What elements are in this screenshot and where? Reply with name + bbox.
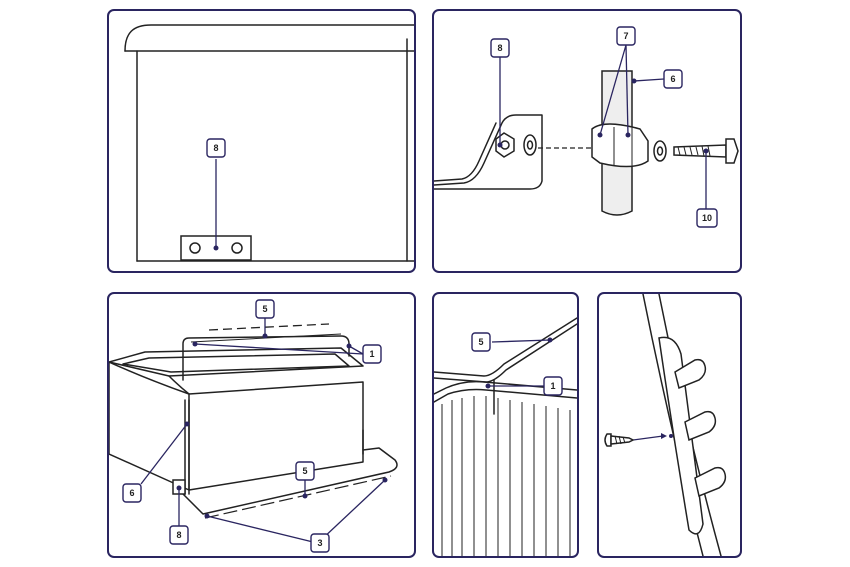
panel-bracket-placement: 8 [107,9,416,273]
leader-6 [140,423,188,485]
screw-hole [669,434,673,438]
svg-text:8: 8 [213,143,218,153]
leader-1b [348,345,364,355]
leader-1 [194,343,364,355]
callout-5-top: 5 [255,299,275,319]
bracket-plate-inner [434,122,497,182]
callout-6: 6 [122,483,142,503]
svg-text:3: 3 [317,538,322,548]
leader-7a [599,44,627,136]
leader-7a-dot [597,132,603,138]
screw-icon [604,433,635,447]
leader-6-dot [631,78,637,84]
leader-8-dot [176,485,182,491]
box-ribs [441,396,571,556]
leader-8-dot [497,142,503,148]
leader-7b-dot [625,132,631,138]
leader-5 [491,339,551,343]
leader-3b [320,479,386,541]
svg-text:5: 5 [302,466,307,476]
screw-axis [632,435,664,441]
panel-hook-mount [597,292,742,558]
leader-1-dot-a [192,341,198,347]
callout-1: 1 [543,376,563,396]
clamp-detail [613,127,633,167]
panel-bolt-assembly: 8 7 6 10 [432,9,742,273]
bracket-placement-drawing: 8 [124,24,414,262]
leader-6-dot [184,421,190,427]
panel-rail-detail: 5 1 [432,292,579,558]
callout-5: 5 [471,332,491,352]
svg-text:8: 8 [497,43,502,53]
bottom-rail-tube [204,475,392,519]
rail-detail-drawing: 5 1 [434,317,577,556]
leader-10-dot [703,148,709,154]
leader-3b-dot [382,477,388,483]
callout-8: 8 [206,138,226,158]
leader-1-dot [485,383,491,389]
callout-5-bottom: 5 [295,461,315,481]
box-front-left [109,361,190,491]
panel-frame-assembly: 5 1 6 5 8 3 [107,292,416,558]
leader-dot [213,245,219,251]
callout-10: 10 [696,208,718,228]
leader-1-dot-b [346,343,352,349]
hook-mount-drawing [604,294,727,556]
box-corner [168,375,190,395]
box-rim-inner [122,353,350,373]
callout-8: 8 [490,38,510,58]
svg-text:10: 10 [702,213,712,223]
bolt-thread [677,145,711,157]
callout-1: 1 [362,344,382,364]
svg-text:6: 6 [670,74,675,84]
svg-text:7: 7 [623,31,628,41]
callout-7: 7 [616,26,636,46]
callout-6: 6 [663,69,683,89]
bracket-hole-right [231,242,243,254]
callout-3: 3 [310,533,330,553]
svg-text:8: 8 [176,530,181,540]
bracket-plate [434,114,543,190]
leader-3a [206,515,314,543]
hook-middle [684,410,717,442]
box-rim-bottom [434,388,577,403]
box-lid-edge [124,24,414,52]
callout-8: 8 [169,525,189,545]
top-rail-tube [208,323,330,331]
washer-left-hole [526,140,534,150]
leader-7b [625,44,629,136]
screw-arrow-icon [661,433,667,439]
bracket-hole-left [189,242,201,254]
washer-right-hole [656,146,664,156]
bolt-head [725,138,739,164]
hook-top [674,358,707,390]
rail-upper [434,317,577,377]
box-front-right [188,381,364,491]
bottom-frame-rail [180,447,398,515]
svg-text:1: 1 [369,349,374,359]
leader-5-dot [547,337,553,343]
svg-text:6: 6 [129,488,134,498]
svg-text:1: 1 [550,381,555,391]
box-rim-top [109,347,364,377]
leader-3a-dot [204,513,210,519]
hook-bottom [694,466,727,498]
frame-assembly-drawing: 5 1 6 5 8 3 [109,299,398,553]
leader-6 [633,78,665,82]
svg-text:5: 5 [262,304,267,314]
hook-rail [658,336,704,535]
bolt-shank [673,144,727,158]
leader-5b-dot [302,493,308,499]
svg-text:5: 5 [478,337,483,347]
leader-5a-dot [262,333,268,339]
clamp-body [591,123,649,168]
rail-lower [434,323,577,383]
bolt-assembly-drawing: 8 7 6 10 [434,26,739,228]
